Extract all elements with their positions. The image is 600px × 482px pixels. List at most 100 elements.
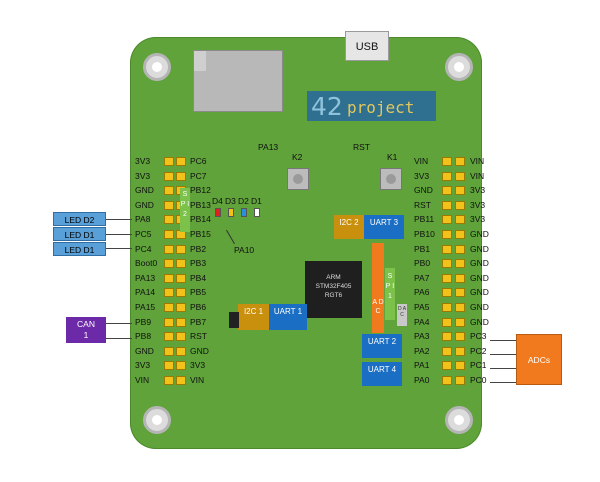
- right-outer-pin-label: GND: [470, 243, 489, 254]
- external-led-d1-a: LED D1: [53, 227, 106, 241]
- right-outer-pin: [455, 230, 465, 239]
- led-d1: [254, 208, 260, 217]
- left-outer-pin: [164, 200, 174, 210]
- button-k1: [380, 168, 402, 190]
- right-outer-pin-label: GND: [470, 272, 489, 283]
- left-inner-pin-label: PB2: [190, 243, 207, 254]
- left-inner-pin-label: PC7: [190, 170, 207, 181]
- left-inner-pin-label: GND: [190, 345, 209, 356]
- chip-line-3: RGT6: [324, 292, 343, 299]
- led-d2-connector-line: [106, 219, 132, 220]
- led-d2-label: D2: [238, 196, 249, 206]
- left-inner-pin: [176, 157, 186, 166]
- left-outer-pin: [164, 317, 174, 327]
- left-inner-pin-label: RST: [190, 331, 207, 342]
- left-outer-pin-label: Boot0: [135, 258, 158, 269]
- left-inner-pin-label: PB3: [190, 258, 207, 269]
- adc-connector-line-pc2: [490, 354, 516, 355]
- adc-connector-line-pc0: [490, 382, 516, 383]
- adc-connector-line-pc1: [490, 368, 516, 369]
- left-inner-pin-label: PB15: [190, 229, 211, 239]
- button-k2: [287, 168, 309, 190]
- left-outer-pin-label: GND: [135, 185, 154, 196]
- right-inner-pin-label: PA4: [414, 316, 430, 327]
- button-k2-label: K2: [292, 152, 303, 162]
- external-led-d2: LED D2: [53, 212, 106, 226]
- right-outer-pin-label: PC3: [470, 331, 487, 342]
- button-k1-pin-label: RST: [353, 142, 370, 152]
- right-inner-pin: [442, 244, 452, 254]
- right-inner-pin-label: PA5: [414, 302, 430, 312]
- right-inner-pin: [442, 346, 452, 356]
- left-inner-pin: [176, 303, 186, 312]
- black-connector: [229, 312, 239, 328]
- right-outer-pin: [455, 303, 465, 312]
- project-logo: 42 project: [307, 91, 436, 121]
- right-inner-pin: [442, 288, 452, 298]
- left-inner-pin: [176, 317, 186, 327]
- left-outer-pin-label: 3V3: [135, 170, 151, 181]
- mcu-chip: ARM STM32F405 RGT6: [305, 261, 362, 318]
- right-outer-pin: [455, 200, 465, 210]
- left-inner-pin: [176, 259, 186, 269]
- external-led-d1-b: LED D1: [53, 242, 106, 256]
- right-inner-pin: [442, 171, 452, 181]
- right-inner-pin: [442, 376, 452, 385]
- right-outer-pin-label: PC0: [470, 375, 487, 385]
- right-outer-pin: [455, 361, 465, 371]
- right-outer-pin-label: PC1: [470, 360, 487, 371]
- left-outer-pin-label: PA13: [135, 272, 156, 283]
- left-outer-pin: [164, 230, 174, 239]
- right-outer-pin-label: GND: [470, 316, 489, 327]
- left-outer-pin-label: 3V3: [135, 156, 151, 166]
- right-inner-pin: [442, 259, 452, 269]
- uart3-tag: UART 3: [364, 215, 404, 239]
- right-outer-pin-label: GND: [470, 287, 489, 298]
- right-inner-pin: [442, 361, 452, 371]
- left-outer-pin: [164, 259, 174, 269]
- left-inner-pin-label: PB12: [190, 185, 211, 196]
- left-outer-pin-label: PB9: [135, 316, 152, 327]
- left-outer-pin: [164, 303, 174, 312]
- right-inner-pin-label: PB0: [414, 258, 431, 269]
- mounting-hole-bottom-left: [143, 406, 171, 434]
- dac-tag: D A C: [397, 304, 407, 326]
- right-outer-pin-label: GND: [470, 302, 489, 312]
- left-inner-pin-label: PB14: [190, 214, 211, 225]
- spi1-tag: S P I 1: [385, 268, 395, 320]
- right-inner-pin-label: PA6: [414, 287, 430, 298]
- right-inner-pin-label: PA3: [414, 331, 430, 342]
- usb-connector: USB: [345, 31, 389, 61]
- right-outer-pin-label: GND: [470, 258, 489, 269]
- right-inner-pin-label: GND: [414, 185, 433, 196]
- left-inner-pin-label: PB6: [190, 302, 207, 312]
- right-outer-pin-label: VIN: [470, 156, 485, 166]
- logo-number: 42: [311, 92, 343, 121]
- right-outer-pin-label: 3V3: [470, 185, 486, 196]
- right-outer-pin: [455, 259, 465, 269]
- right-inner-pin: [442, 317, 452, 327]
- left-outer-pin: [164, 346, 174, 356]
- right-inner-pin-label: PA2: [414, 345, 430, 356]
- button-k2-pin-label: PA13: [258, 142, 279, 152]
- led-d4-label: D4: [212, 196, 223, 206]
- uart1-tag: UART 1: [269, 304, 307, 330]
- left-outer-pin: [164, 186, 174, 196]
- mounting-hole-bottom-right: [445, 406, 473, 434]
- can-number: 1: [83, 330, 89, 340]
- chip-line-2: STM32F405: [315, 283, 352, 290]
- left-outer-pin: [164, 361, 174, 371]
- adc-connector-line-pc3: [490, 340, 516, 341]
- right-outer-pin: [455, 346, 465, 356]
- led-pin-label: PA10: [234, 245, 255, 255]
- left-outer-pin: [164, 288, 174, 298]
- right-outer-pin-label: 3V3: [470, 199, 486, 210]
- adc-tag: A D C: [372, 243, 384, 333]
- right-inner-pin-label: 3V3: [414, 170, 430, 181]
- chip-line-1: ARM: [326, 274, 341, 281]
- uart2-tag: UART 2: [362, 334, 402, 358]
- right-inner-pin: [442, 157, 452, 166]
- i2c2-tag: I2C 2: [334, 215, 364, 239]
- left-outer-pin-label: PA14: [135, 287, 156, 298]
- left-inner-pin: [176, 288, 186, 298]
